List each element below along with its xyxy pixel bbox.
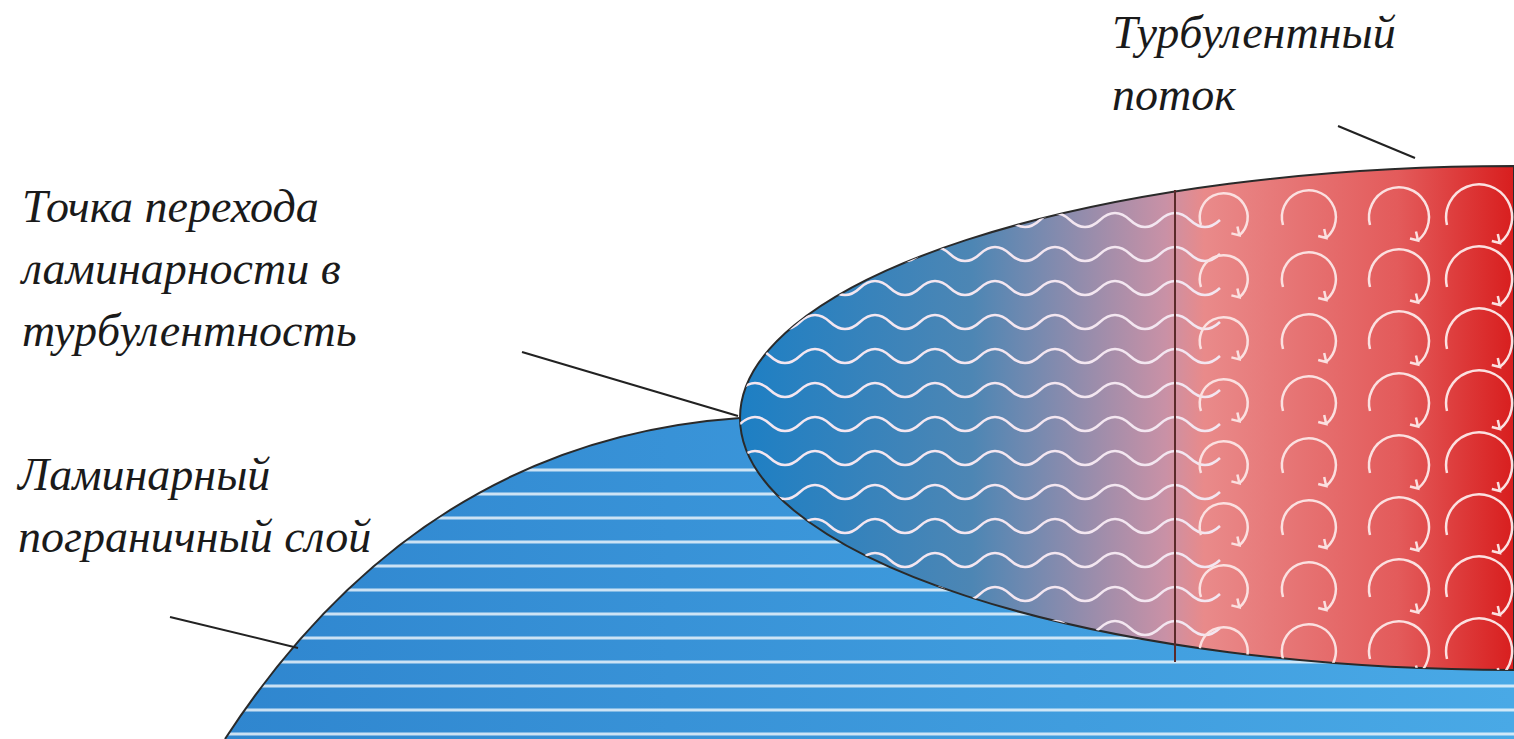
wavy-streamline [740, 247, 1220, 261]
callout-label: Ламинарный пограничный слой [18, 444, 388, 568]
wavy-streamline [740, 213, 1220, 227]
eddy-arrowhead [1492, 296, 1500, 305]
eddy [1282, 500, 1336, 548]
eddy-arrowhead [1492, 606, 1500, 615]
eddy [1200, 379, 1248, 421]
eddy-arrowhead [1492, 420, 1500, 429]
eddy-arrowhead [1410, 418, 1418, 427]
wavy-streamline [740, 451, 1220, 465]
wavy-streamline [740, 417, 1220, 431]
eddy-arrowhead [1231, 474, 1239, 483]
eddy-arrowhead [1410, 232, 1418, 241]
leader-line [522, 352, 738, 416]
eddy-arrowhead [1492, 544, 1500, 553]
eddy-arrowhead [1318, 353, 1326, 362]
eddy [1200, 317, 1248, 359]
eddy-arrowhead [1410, 604, 1418, 613]
wavy-streamline [740, 383, 1220, 397]
eddy [1369, 621, 1429, 674]
eddy-arrowhead [1410, 666, 1418, 675]
eddy-arrowhead [1410, 356, 1418, 365]
eddy [1200, 193, 1248, 235]
eddy-arrowhead [1231, 350, 1239, 359]
eddy [1446, 494, 1512, 553]
transition-turbulent-region [740, 166, 1514, 670]
eddy [1369, 249, 1429, 302]
wavy-streamline [740, 349, 1220, 363]
eddy [1369, 435, 1429, 488]
callout-label: Турбулентный поток [1112, 2, 1507, 126]
wavy-streamline [740, 281, 1220, 295]
eddy [1282, 562, 1336, 610]
callout-label: Точка перехода ламинарности в турбулентн… [22, 176, 522, 362]
eddy [1446, 308, 1512, 367]
eddy-arrowhead [1318, 291, 1326, 300]
streamline [200, 733, 1514, 736]
wavy-streamlines [740, 213, 1220, 635]
eddy [1369, 559, 1429, 612]
eddy [1282, 624, 1336, 672]
eddy-arrowhead [1318, 415, 1326, 424]
eddy [1282, 376, 1336, 424]
eddy-arrowhead [1231, 536, 1239, 545]
eddy [1369, 187, 1429, 240]
eddy [1282, 314, 1336, 362]
eddy [1282, 190, 1336, 238]
eddy [1200, 565, 1248, 607]
wavy-streamline [740, 485, 1220, 499]
laminar-edge [225, 418, 740, 739]
eddy [1446, 618, 1512, 677]
wavy-streamline [740, 519, 1220, 533]
eddy-arrowhead [1318, 663, 1326, 672]
eddy [1446, 370, 1512, 429]
wavy-streamline [740, 553, 1220, 567]
eddy [1282, 438, 1336, 486]
wavy-streamline [740, 315, 1220, 329]
eddy-arrowhead [1231, 598, 1239, 607]
eddy [1200, 441, 1248, 483]
eddy [1200, 503, 1248, 545]
eddy-arrowhead [1492, 234, 1500, 243]
streamline [200, 709, 1514, 712]
eddy [1446, 184, 1512, 243]
eddy-arrowhead [1231, 288, 1239, 297]
eddy-arrowhead [1492, 482, 1500, 491]
eddy-arrowhead [1231, 660, 1239, 669]
eddy-arrowhead [1318, 539, 1326, 548]
eddy-arrowhead [1318, 229, 1326, 238]
eddy [1446, 246, 1512, 305]
eddy [1446, 556, 1512, 615]
wavy-streamline [740, 587, 1220, 601]
eddy [1282, 252, 1336, 300]
eddy-arrowhead [1410, 480, 1418, 489]
eddy-arrowhead [1318, 477, 1326, 486]
eddy [1369, 311, 1429, 364]
wavy-streamline [740, 621, 1220, 635]
eddy [1200, 255, 1248, 297]
eddy-arrowhead [1231, 412, 1239, 421]
eddy-arrowhead [1410, 294, 1418, 303]
eddy [1200, 627, 1248, 669]
turbulent-eddies [1200, 184, 1512, 677]
turbulence-boundary [1174, 190, 1176, 662]
eddy [1369, 373, 1429, 426]
streamline [200, 685, 1514, 688]
eddy-arrowhead [1492, 668, 1500, 677]
leader-line [1338, 126, 1415, 158]
leader-line [170, 617, 298, 648]
eddy [1369, 497, 1429, 550]
eddy-arrowhead [1492, 358, 1500, 367]
eddy-arrowhead [1410, 542, 1418, 551]
eddy-arrowhead [1318, 601, 1326, 610]
eddy [1446, 432, 1512, 491]
eddy-arrowhead [1231, 226, 1239, 235]
